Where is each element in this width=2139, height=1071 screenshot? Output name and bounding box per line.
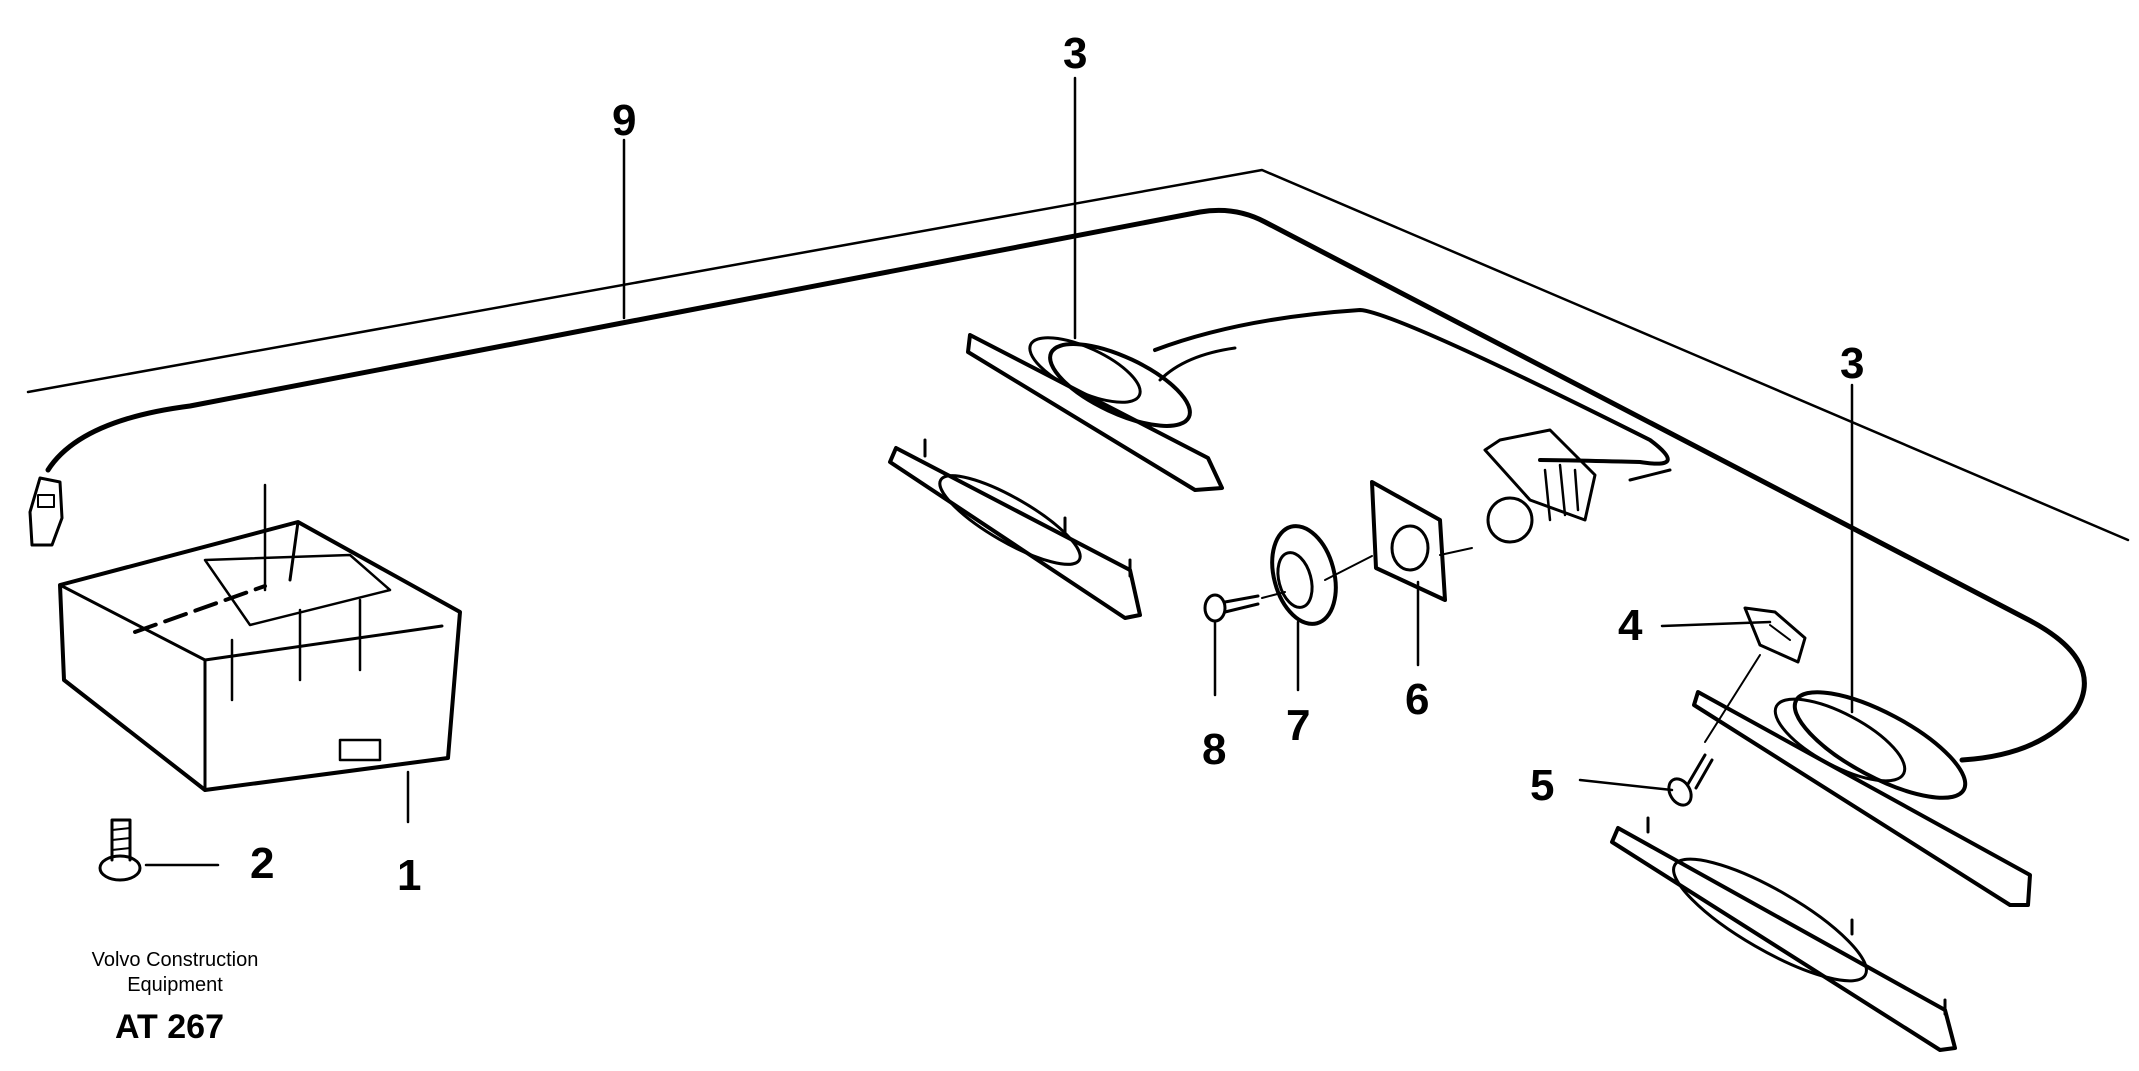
callout-6: 6 xyxy=(1405,675,1429,724)
callout-5: 5 xyxy=(1530,761,1554,810)
callout-2: 2 xyxy=(250,839,274,888)
harness-connector xyxy=(28,476,64,547)
speaker-cover-upper xyxy=(888,438,1142,620)
bracket-plate xyxy=(1370,480,1473,602)
company-line-2: Equipment xyxy=(127,974,223,996)
callout-9: 9 xyxy=(612,96,636,145)
cab-roof-outline xyxy=(26,168,2130,542)
screw-8 xyxy=(1203,591,1286,623)
radio-unit xyxy=(1483,428,1597,544)
speaker-cover-lower xyxy=(1610,816,1957,1052)
callout-7: 7 xyxy=(1286,701,1310,750)
drawing-code: AT 267 xyxy=(115,1008,224,1046)
leader-lines xyxy=(144,76,1854,867)
callout-8: 8 xyxy=(1202,725,1226,774)
radio-housing xyxy=(58,520,462,792)
callout-1: 1 xyxy=(397,851,421,900)
screw-2 xyxy=(98,818,142,882)
knob-nut xyxy=(1270,524,1373,626)
company-line-1: Volvo Construction xyxy=(92,949,259,971)
wiring-harness xyxy=(45,207,2087,763)
callout-3-upper: 3 xyxy=(1063,29,1087,78)
callout-3-lower: 3 xyxy=(1840,339,1864,388)
clip-4 xyxy=(1704,606,1807,743)
callout-4: 4 xyxy=(1618,601,1643,650)
speaker-upper xyxy=(966,333,1237,492)
speaker-lower xyxy=(1692,690,2032,907)
screw-5 xyxy=(1667,753,1714,807)
